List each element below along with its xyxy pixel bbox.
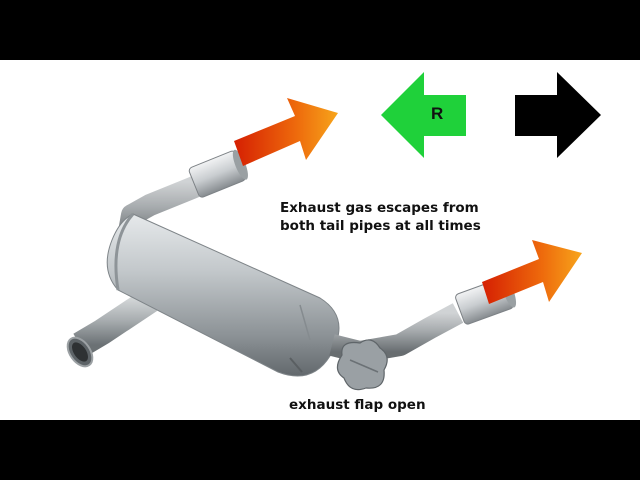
flap-caption: exhaust flap open xyxy=(289,397,426,413)
reverse-gear-label: R xyxy=(431,104,444,123)
inlet-pipe xyxy=(66,289,158,368)
main-caption: Exhaust gas escapes from both tail pipes… xyxy=(280,199,481,235)
exhaust-flow-arrow-lower xyxy=(482,240,582,304)
exhaust-flap-actuator xyxy=(336,339,388,391)
exhaust-flow-arrow-icon xyxy=(482,240,582,304)
exhaust-flow-arrow-icon xyxy=(234,98,338,166)
left-arrow-icon xyxy=(381,72,466,158)
right-arrow-icon xyxy=(515,72,601,158)
caption-line-1: Exhaust gas escapes from xyxy=(280,200,479,216)
left-tail-tip xyxy=(188,149,248,198)
exhaust-flow-arrow-upper xyxy=(234,98,338,166)
caption-line-2: both tail pipes at all times xyxy=(280,218,481,234)
reverse-arrow xyxy=(381,72,466,158)
muffler xyxy=(106,213,340,377)
